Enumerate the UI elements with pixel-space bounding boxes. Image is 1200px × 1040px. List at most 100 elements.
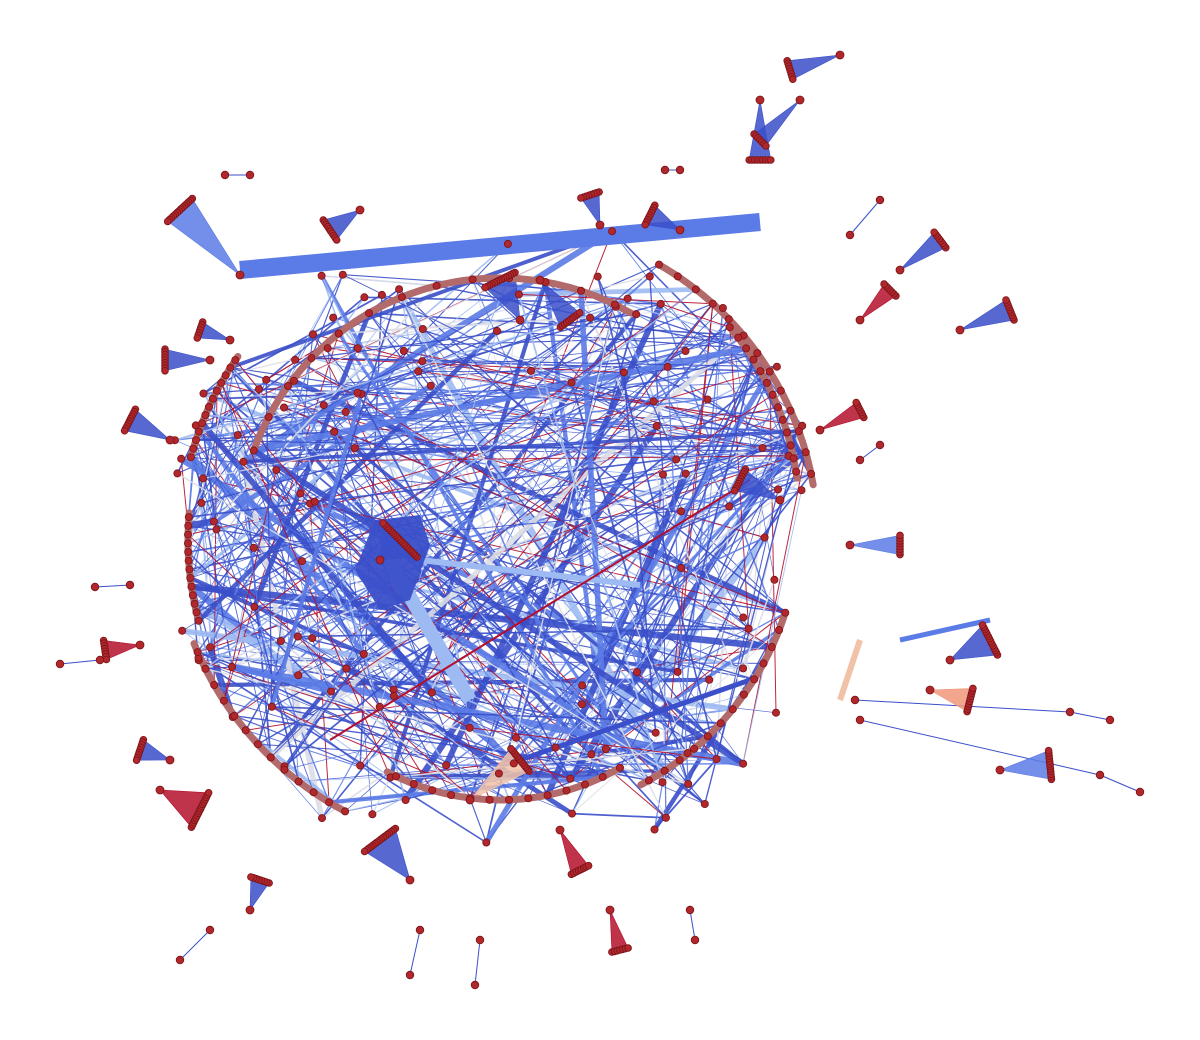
graph-edge — [283, 653, 365, 771]
graph-edge — [223, 700, 447, 766]
graph-edge — [195, 334, 744, 441]
graph-node — [188, 591, 197, 600]
graph-node — [364, 309, 373, 318]
graph-node — [294, 671, 303, 680]
graph-edge — [188, 379, 267, 570]
graph-node — [610, 300, 619, 309]
graph-edge — [677, 671, 695, 749]
graph-node — [595, 220, 605, 230]
graph-edge — [293, 230, 613, 382]
graph-edge — [269, 393, 364, 708]
graph-node — [756, 367, 765, 376]
graph-edge — [314, 501, 381, 707]
graph-edge — [231, 666, 406, 801]
graph-node — [191, 436, 200, 445]
graph-node — [228, 662, 237, 671]
graph-node — [356, 761, 365, 770]
graph-node — [659, 470, 668, 479]
graph-edge — [393, 689, 470, 729]
graph-edge — [223, 366, 668, 701]
graph-node — [551, 743, 560, 752]
graph-node — [925, 685, 935, 695]
graph-node — [705, 675, 714, 684]
graph-node — [235, 270, 245, 280]
graph-edge — [332, 317, 689, 754]
graph-node — [700, 800, 709, 809]
graph-node — [332, 236, 341, 244]
graph-edge — [742, 579, 776, 669]
graph-node — [598, 772, 607, 781]
graph-edge — [342, 274, 779, 490]
graph-edge — [241, 228, 614, 465]
graph-node — [468, 275, 477, 284]
graph-node — [681, 346, 690, 355]
graph-node — [651, 728, 660, 737]
graph-node — [852, 398, 860, 407]
graph-node — [494, 769, 503, 778]
graph-node — [360, 847, 369, 856]
graph-node — [231, 356, 240, 365]
graph-node — [201, 664, 210, 673]
graph-edge — [230, 366, 289, 387]
graph-node — [673, 272, 682, 281]
graph-node — [945, 655, 955, 665]
graph-node — [673, 667, 682, 676]
graph-edge — [555, 537, 765, 748]
graph-node — [734, 333, 743, 342]
graph-edge — [323, 404, 548, 796]
graph-edge — [229, 229, 613, 370]
graph-node — [766, 156, 775, 164]
graph-edge — [687, 679, 710, 754]
graph-edge — [597, 276, 677, 460]
graph-node — [677, 563, 686, 572]
fan-wedge — [164, 348, 211, 372]
graph-edge — [328, 774, 603, 805]
graph-edge — [202, 478, 330, 803]
graph-edge — [198, 659, 573, 814]
graph-node — [319, 401, 328, 410]
graph-node — [515, 315, 525, 325]
graph-node — [1044, 746, 1053, 755]
graph-edge — [310, 274, 344, 359]
graph-edge — [229, 367, 650, 781]
graph-node — [753, 349, 762, 358]
graph-edge — [346, 473, 812, 670]
graph-node — [677, 507, 686, 516]
graph-node — [184, 521, 193, 530]
graph-node — [758, 443, 767, 452]
graph-edge — [431, 536, 765, 694]
graph-node — [555, 825, 565, 835]
graph-node — [509, 759, 518, 768]
graph-node — [524, 794, 533, 803]
graph-node — [578, 700, 587, 709]
graph-node — [703, 732, 712, 741]
graph-edge — [388, 281, 548, 779]
graph-edge — [368, 312, 710, 681]
graph-node — [718, 303, 727, 312]
graph-node — [855, 455, 865, 465]
graph-node — [655, 260, 664, 269]
graph-node — [543, 791, 552, 800]
graph-edge — [280, 640, 471, 799]
graph-node — [379, 519, 387, 527]
graph-edge — [363, 653, 650, 782]
graph-node — [750, 675, 759, 684]
graph-edge — [174, 305, 617, 442]
graph-edge — [298, 763, 514, 782]
graph-node — [783, 428, 792, 437]
graph-node — [660, 165, 670, 175]
graph-node — [329, 313, 338, 322]
graph-edge — [257, 743, 621, 769]
graph-node — [675, 165, 685, 175]
graph-node — [245, 170, 255, 180]
graph-edge — [472, 279, 687, 474]
graph-edge — [213, 684, 273, 708]
graph-edge — [275, 357, 313, 471]
graph-node — [132, 756, 141, 764]
graph-node — [644, 776, 653, 785]
graph-edge — [195, 439, 332, 692]
graph-edge — [216, 425, 803, 530]
graph-edge — [431, 692, 556, 749]
graph-node — [683, 749, 692, 758]
graph-node — [786, 441, 795, 450]
